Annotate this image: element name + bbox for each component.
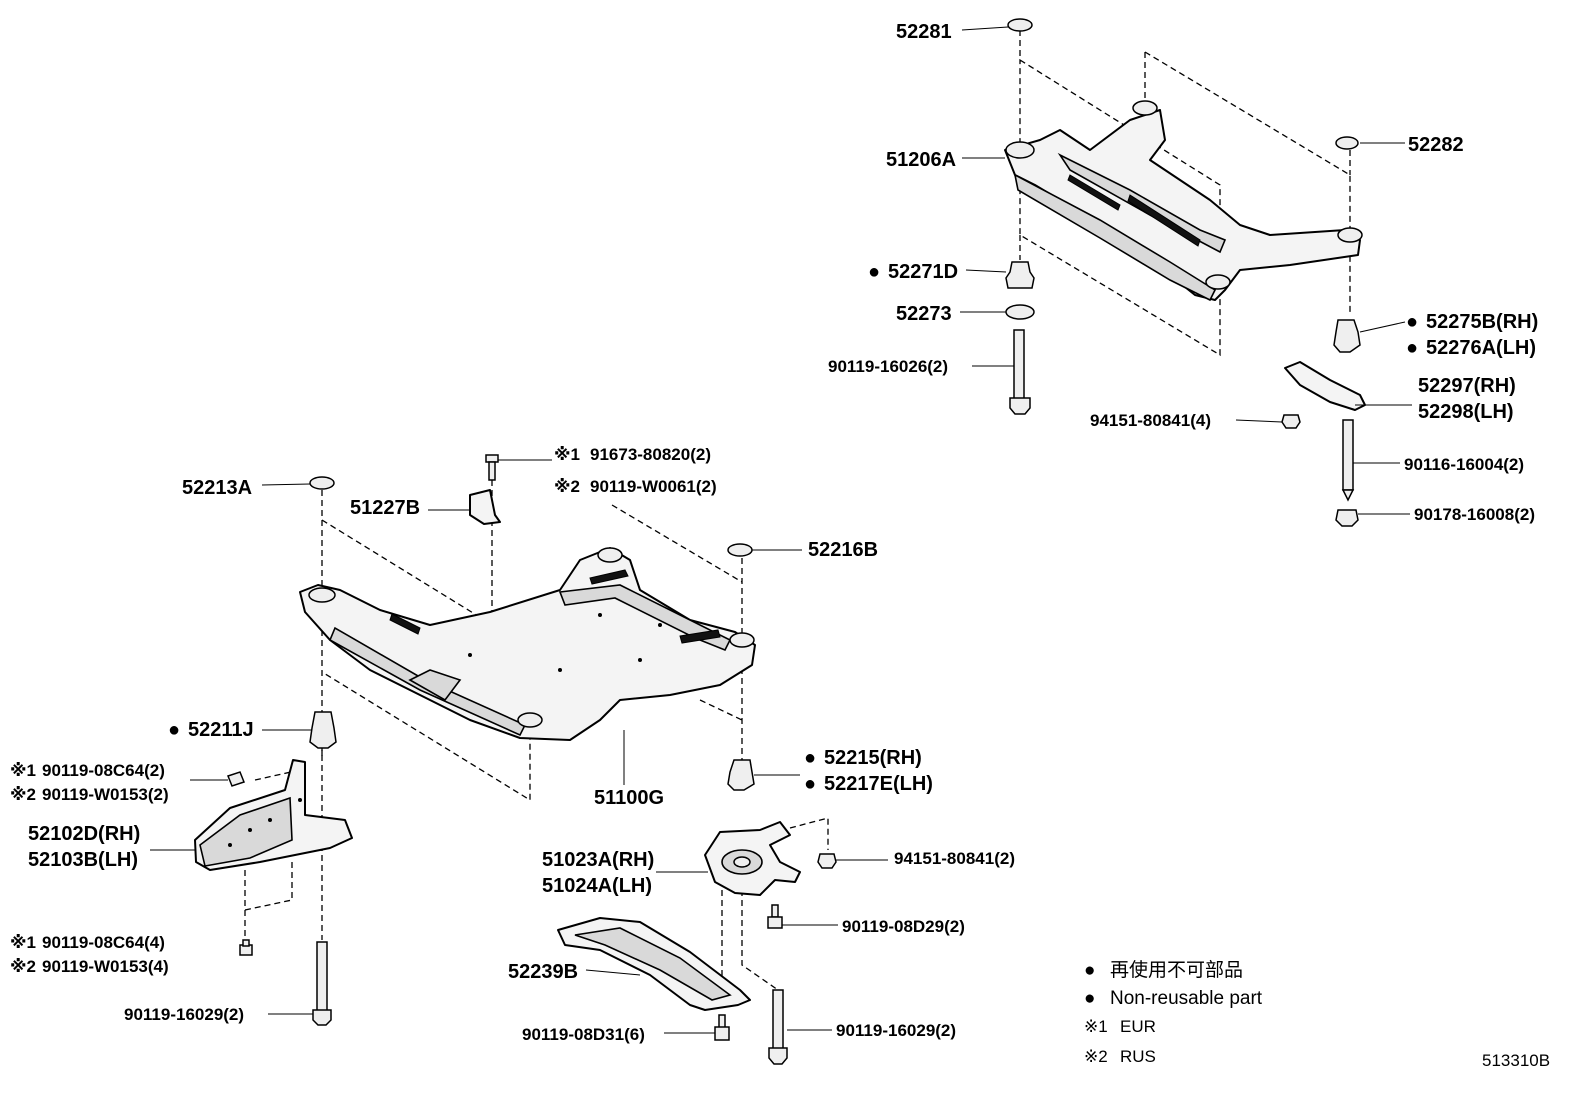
- marker-ref2-90119-W0061: ※2: [554, 477, 580, 496]
- legend-dot-en: ●: [1084, 988, 1095, 1009]
- legend-ref1-region: EUR: [1120, 1017, 1156, 1036]
- label-52281[interactable]: 52281: [896, 21, 952, 43]
- bolt-90119-08C64-2[interactable]: [227, 771, 245, 787]
- label-52211J[interactable]: 52211J: [188, 719, 254, 741]
- washer-52273[interactable]: [1005, 304, 1035, 320]
- lower-center-group: [557, 817, 837, 1065]
- label-51023A[interactable]: 51023A(RH): [542, 849, 654, 871]
- left-bracket-group: [194, 759, 353, 1026]
- label-90119-W0061[interactable]: 90119-W0061(2): [590, 477, 717, 496]
- front-member-group: [299, 454, 756, 940]
- label-52217E[interactable]: 52217E(LH): [824, 773, 933, 795]
- washer-52281[interactable]: [1007, 18, 1033, 32]
- legend: ● 再使用不可部品 ● Non-reusable part ※1 EUR ※2 …: [1084, 959, 1263, 1066]
- label-52271D[interactable]: 52271D: [888, 261, 958, 283]
- nut-94151-80841-4[interactable]: [1281, 414, 1301, 429]
- marker-ref2-W0153-4: ※2: [10, 957, 36, 976]
- label-52276A[interactable]: 52276A(LH): [1426, 337, 1536, 359]
- label-51024A[interactable]: 51024A(LH): [542, 875, 652, 897]
- label-94151-80841-4[interactable]: 94151-80841(4): [1090, 411, 1211, 430]
- label-52297[interactable]: 52297(RH): [1418, 375, 1516, 397]
- washer-52216B[interactable]: [727, 543, 753, 557]
- washer-52282[interactable]: [1335, 136, 1359, 150]
- label-90116-16004[interactable]: 90116-16004(2): [1404, 455, 1524, 474]
- bolt-91673-80820[interactable]: [485, 454, 499, 481]
- bushing-52215[interactable]: [727, 759, 755, 791]
- label-52213A[interactable]: 52213A: [182, 477, 252, 499]
- bushing-52211J[interactable]: [309, 711, 337, 749]
- label-52215[interactable]: 52215(RH): [824, 747, 922, 769]
- label-52273[interactable]: 52273: [896, 303, 952, 325]
- marker-ref1-08C64-4: ※1: [10, 933, 36, 952]
- marker-dot-52276A: ●: [1406, 337, 1418, 359]
- label-90119-W0153-2[interactable]: 90119-W0153(2): [42, 785, 169, 804]
- label-52275B[interactable]: 52275B(RH): [1426, 311, 1538, 333]
- label-90119-16026[interactable]: 90119-16026(2): [828, 357, 948, 376]
- washer-52213A[interactable]: [309, 476, 335, 490]
- label-94151-80841-2[interactable]: 94151-80841(2): [894, 849, 1015, 868]
- bolt-90119-16029-right[interactable]: [768, 989, 788, 1065]
- label-90119-08D31[interactable]: 90119-08D31(6): [522, 1025, 645, 1044]
- legend-ref1-marker: ※1: [1084, 1017, 1108, 1036]
- part-labels: 52281 51206A 52282 ● 52271D 52273 90119-…: [10, 21, 1538, 1044]
- marker-dot-52215: ●: [804, 747, 816, 769]
- label-90178-16008[interactable]: 90178-16008(2): [1414, 505, 1535, 524]
- label-52216B[interactable]: 52216B: [808, 539, 878, 561]
- stud-90116-16004[interactable]: [1341, 419, 1355, 502]
- label-90119-W0153-4[interactable]: 90119-W0153(4): [42, 957, 169, 976]
- legend-ref2-region: RUS: [1120, 1047, 1156, 1066]
- label-90119-16029-left[interactable]: 90119-16029(2): [124, 1005, 244, 1024]
- marker-dot-52271D: ●: [868, 261, 880, 283]
- label-52103B[interactable]: 52103B(LH): [28, 849, 138, 871]
- legend-non-reusable-en: Non-reusable part: [1110, 988, 1263, 1009]
- bracket-52297[interactable]: [1284, 361, 1366, 411]
- bushing-52275B[interactable]: [1333, 319, 1361, 353]
- marker-dot-52217E: ●: [804, 773, 816, 795]
- label-51100G[interactable]: 51100G: [594, 787, 664, 809]
- legend-ref2-marker: ※2: [1084, 1047, 1108, 1066]
- legend-non-reusable-jp: 再使用不可部品: [1110, 959, 1243, 981]
- label-51227B[interactable]: 51227B: [350, 497, 420, 519]
- label-90119-08C64-4[interactable]: 90119-08C64(4): [42, 933, 165, 952]
- label-52298[interactable]: 52298(LH): [1418, 401, 1514, 423]
- bolt-90119-08D31[interactable]: [714, 1014, 730, 1041]
- nut-94151-80841-2[interactable]: [817, 853, 837, 869]
- label-90119-16029-right[interactable]: 90119-16029(2): [836, 1021, 956, 1040]
- front-suspension-member-51100G[interactable]: [299, 547, 756, 741]
- marker-dot-52211J: ●: [168, 719, 180, 741]
- leader-lines: [150, 26, 1412, 1034]
- marker-ref1-91673: ※1: [554, 445, 580, 464]
- nut-90178-16008[interactable]: [1335, 509, 1359, 527]
- label-90119-08C64-2[interactable]: 90119-08C64(2): [42, 761, 165, 780]
- label-90119-08D29[interactable]: 90119-08D29(2): [842, 917, 965, 936]
- diagram-id: 513310B: [1482, 1051, 1550, 1070]
- bolt-90119-16029-left[interactable]: [312, 941, 332, 1026]
- bushing-52271D[interactable]: [1005, 261, 1035, 289]
- label-91673-80820[interactable]: 91673-80820(2): [590, 445, 711, 464]
- rear-subframe-group: [1004, 18, 1366, 527]
- legend-dot-jp: ●: [1084, 960, 1095, 981]
- marker-ref2-W0153-2: ※2: [10, 785, 36, 804]
- bolt-90119-08D29[interactable]: [767, 904, 783, 929]
- bolt-90119-08C64-4[interactable]: [239, 939, 253, 956]
- label-52239B[interactable]: 52239B: [508, 961, 578, 983]
- label-52102D[interactable]: 52102D(RH): [28, 823, 140, 845]
- label-52282[interactable]: 52282: [1408, 134, 1464, 156]
- marker-ref1-08C64-2: ※1: [10, 761, 36, 780]
- bracket-51227B[interactable]: [469, 489, 501, 525]
- bolt-90119-16026[interactable]: [1009, 329, 1031, 415]
- marker-dot-52275B: ●: [1406, 311, 1418, 333]
- label-51206A[interactable]: 51206A: [886, 149, 956, 171]
